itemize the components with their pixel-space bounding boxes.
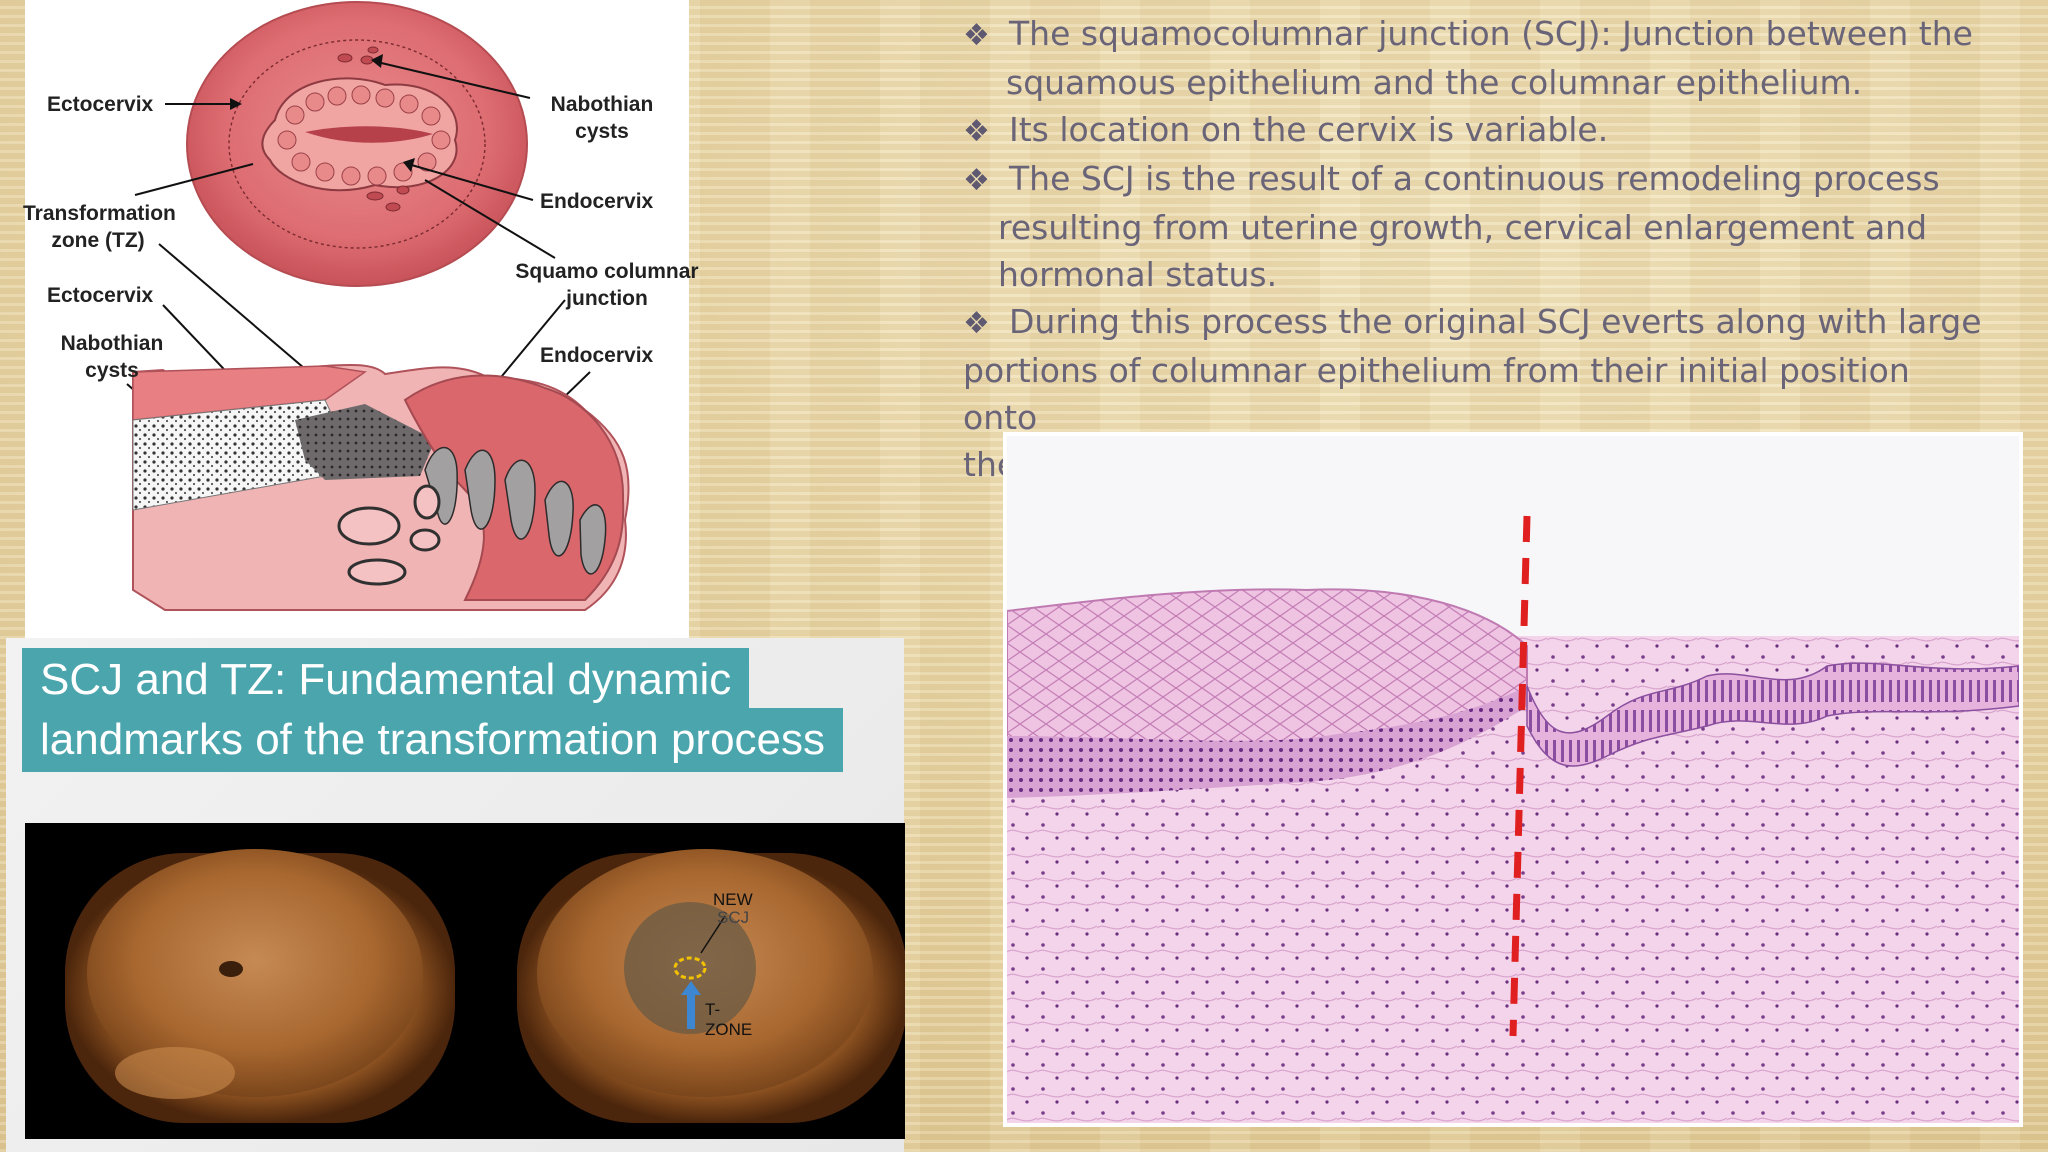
endocervix-texture — [277, 85, 451, 186]
t-zone-label-1: T- — [705, 1000, 720, 1019]
label-ectocervix-top: Ectocervix — [47, 93, 154, 116]
external-os-left — [219, 961, 243, 977]
nabothian-cysts-bottom — [337, 484, 441, 586]
slide-title-line-1: SCJ and TZ: Fundamental dynamic — [22, 648, 750, 712]
scj-dashed-marker — [1509, 515, 1531, 1037]
colposcopy-photos: NEW SCJ T- ZONE — [25, 823, 905, 1139]
histology-illustration — [1007, 515, 2019, 1123]
t-zone-arrow-head-icon — [681, 981, 701, 995]
endocervical-crypts — [424, 446, 607, 575]
label-endocervix-bottom: Endocervix — [540, 344, 654, 367]
cross-section-top-surface — [132, 365, 367, 421]
bullet-line: ❖Its location on the cervix is variable. — [963, 106, 1993, 155]
cervical-os — [305, 126, 433, 143]
diamond-bullet-icon: ❖ — [963, 18, 990, 53]
bullet-line: squamous epithelium and the columnar epi… — [1006, 63, 1863, 102]
diamond-bullet-icon: ❖ — [963, 114, 990, 149]
bullet-line: hormonal status. — [998, 255, 1278, 294]
bullet-line: ❖During this process the original SCJ ev… — [963, 298, 1993, 347]
columnar-epithelium — [1526, 662, 2019, 767]
embedded-slide: SCJ and TZ: Fundamental dynamic landmark… — [6, 638, 905, 1152]
bullet-line: portions of columnar epithelium from the… — [963, 351, 1910, 437]
basal-layer — [1007, 686, 1527, 798]
nabothian-cysts-top — [337, 46, 410, 212]
diamond-bullet-icon: ❖ — [963, 163, 990, 198]
new-scj-label-1: NEW — [713, 890, 753, 909]
new-scj-pointer — [700, 915, 726, 954]
diamond-bullet-icon: ❖ — [963, 306, 990, 341]
new-scj-label-2: SCJ — [717, 908, 749, 927]
cervix-photo-left — [87, 849, 423, 1097]
bullet-list: ❖The squamocolumnar junction (SCJ): Junc… — [963, 10, 1993, 488]
transformation-zone-outline — [228, 39, 486, 249]
t-zone-label-2: ZONE — [705, 1020, 752, 1039]
cervix-diagram-illustration — [126, 1, 630, 611]
bullet-line: resulting from uterine growth, cervical … — [998, 208, 1928, 247]
cervix-photos-illustration: NEW SCJ T- ZONE — [65, 849, 905, 1123]
new-scj-ring — [673, 956, 707, 980]
t-zone-overlay — [624, 902, 756, 1034]
label-ectocervix-bottom: Ectocervix — [47, 284, 154, 307]
t-zone-arrow-shaft — [687, 993, 695, 1029]
histology-image — [1003, 432, 2023, 1127]
slide-title-line-2: landmarks of the transformation process — [22, 708, 844, 772]
bullet-line: ❖The squamocolumnar junction (SCJ): Junc… — [963, 10, 1993, 59]
metaplastic-zone — [295, 404, 435, 480]
bullet-line: ❖The SCJ is the result of a continuous r… — [963, 155, 1993, 204]
label-endocervix-top: Endocervix — [540, 190, 654, 213]
